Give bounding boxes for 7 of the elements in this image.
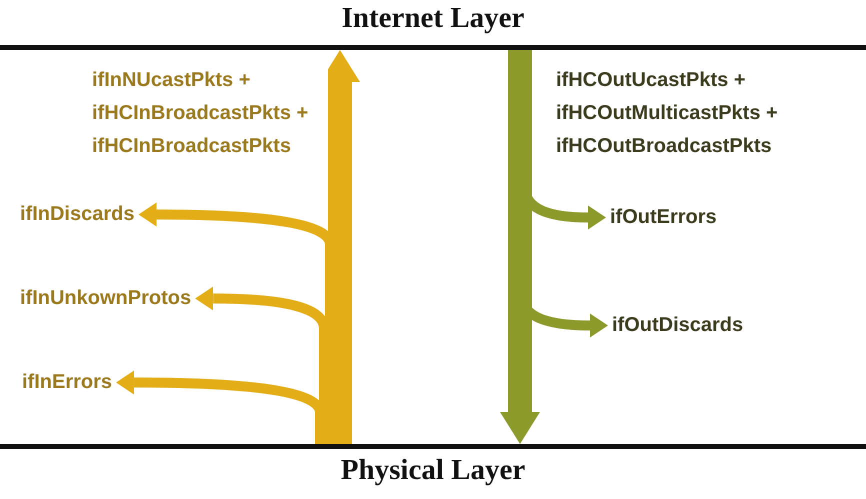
counter-label: ifOutDiscards	[612, 314, 744, 337]
counter-label: ifOutErrors	[610, 206, 717, 229]
layer-title: Internet Layer	[340, 2, 526, 35]
counter-label: ifInErrors	[22, 371, 112, 394]
layer-title: Physical Layer	[340, 454, 526, 487]
counter-label: ifInUnkownProtos	[20, 287, 192, 310]
counter-label: ifInDiscards	[20, 203, 134, 226]
